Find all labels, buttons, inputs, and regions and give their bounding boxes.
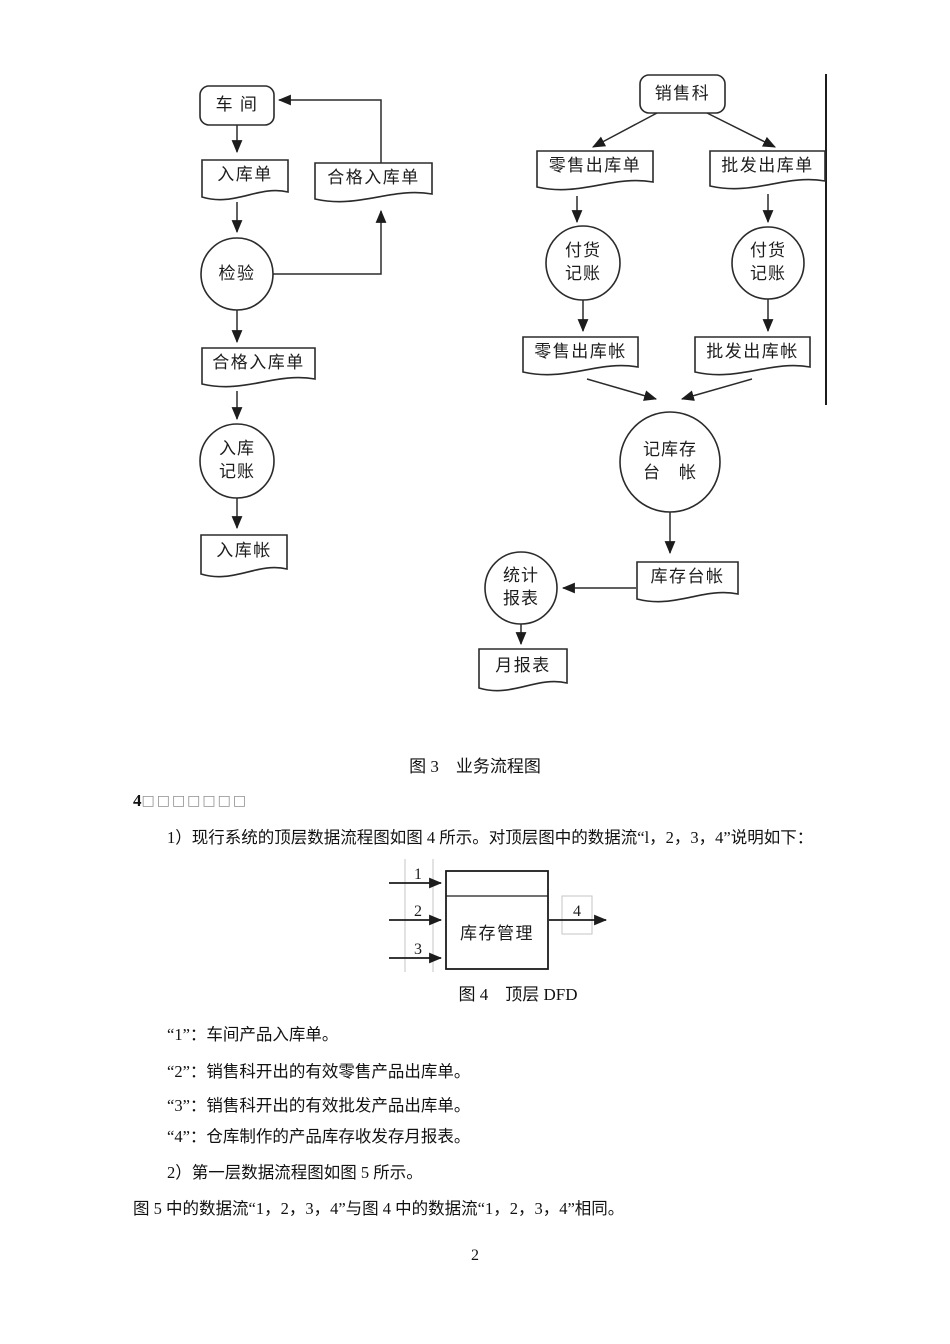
node-monthly-report: 月报表 [495, 655, 551, 675]
top-level-dfd [389, 859, 608, 972]
node-inspect: 检验 [218, 263, 256, 283]
node-stock-ledger-posting-line1: 记库存 [643, 440, 697, 460]
stats-report-circle [484, 551, 558, 625]
qualified-slip-feedback-doc [314, 162, 433, 203]
node-wholesale-outbound-slip: 批发出库单 [721, 155, 814, 175]
arrow-wholesale-ledger-to-stock-posting [680, 378, 753, 401]
node-delivery-posting-right: 付货 记账 [732, 227, 804, 299]
node-inbound-posting: 入库 记账 [200, 424, 274, 498]
node-stock-ledger-posting-line2: 台 帐 [643, 463, 697, 482]
dfd-flow1-label: 1 [414, 866, 422, 883]
wholesale-outbound-slip-doc [709, 150, 826, 190]
dfd-flow4-label: 4 [573, 903, 581, 920]
node-delivery-posting-left-line2: 记账 [565, 264, 601, 283]
node-inbound-slip: 入库单 [217, 164, 273, 184]
section-heading: 4□□□□□□□ [133, 791, 248, 811]
page-number: 2 [471, 1247, 479, 1264]
node-inbound-posting-line1: 入库 [219, 439, 255, 459]
arrow-sales-to-wholesale-slip [706, 112, 776, 148]
node-stats-report-line1: 统计 [503, 566, 539, 586]
node-qualified-slip-feedback: 合格入库单 [327, 167, 420, 187]
wholesale-outbound-ledger-doc [694, 336, 811, 376]
node-retail-outbound-ledger: 零售出库帐 [534, 341, 627, 361]
monthly-report-doc [478, 648, 568, 692]
node-wholesale-outbound-ledger: 批发出库帐 [706, 341, 799, 361]
retail-outbound-slip-doc [536, 150, 654, 191]
inbound-ledger-doc [200, 534, 288, 578]
qualified-slip-doc [201, 347, 316, 388]
node-delivery-posting-right-line2: 记账 [750, 264, 786, 283]
inbound-slip-doc [201, 159, 289, 201]
node-retail-outbound-slip: 零售出库单 [548, 155, 642, 175]
node-workshop: 车 间 [215, 95, 259, 115]
section-heading-number: 4 [133, 791, 142, 810]
stock-ledger-posting-circle [619, 411, 721, 513]
stock-ledger-doc [636, 561, 739, 603]
node-inbound-ledger: 入库帐 [216, 540, 272, 560]
workshop-box [199, 85, 275, 126]
dfd-flow2-label: 2 [414, 903, 422, 920]
retail-outbound-ledger-doc [522, 336, 639, 376]
arrow-inspect-to-feedback-slip [273, 209, 387, 275]
dfd-grid-artifact-box [561, 895, 593, 935]
dfd-process-box [445, 870, 549, 970]
figure3-caption: 图 3 业务流程图 [409, 757, 541, 776]
node-stock-ledger: 库存台帐 [650, 566, 725, 586]
paragraph-flows-same: 图 5 中的数据流“1，2，3，4”与图 4 中的数据流“1，2，3，4”相同。 [133, 1199, 625, 1218]
node-stats-report-line2: 报表 [503, 589, 539, 608]
dfd-flow3-label: 3 [414, 941, 422, 958]
node-qualified-slip: 合格入库单 [212, 352, 305, 372]
delivery-posting-right-circle [731, 226, 805, 300]
inspect-circle [200, 237, 274, 311]
arrow-sales-to-retail-slip [592, 112, 658, 148]
figure4-caption: 图 4 顶层 DFD [458, 985, 578, 1004]
node-stock-ledger-posting: 记库存 台 帐 [620, 412, 720, 512]
flow-item-3: “3”：销售科开出的有效批发产品出库单。 [167, 1096, 471, 1115]
inbound-posting-circle [199, 423, 275, 499]
node-sales-dept: 销售科 [654, 83, 711, 103]
arrow-feedback-to-workshop [277, 94, 382, 163]
arrow-retail-ledger-to-stock-posting [586, 378, 658, 401]
paragraph-level1: 2）第一层数据流程图如图 5 所示。 [167, 1163, 423, 1182]
section-heading-missing-glyphs: □□□□□□□ [141, 793, 249, 809]
delivery-posting-left-circle [545, 225, 621, 301]
node-inbound-posting-line2: 记账 [219, 462, 255, 481]
dfd-process-label: 库存管理 [460, 923, 534, 943]
node-delivery-posting-left-line1: 付货 [565, 241, 601, 261]
sales-dept-box [639, 74, 726, 114]
flow-item-4: “4”：仓库制作的产品库存收发存月报表。 [167, 1127, 471, 1146]
node-delivery-posting-right-line1: 付货 [750, 241, 786, 261]
node-delivery-posting-left: 付货 记账 [546, 226, 620, 300]
node-stats-report: 统计 报表 [485, 552, 557, 624]
flow-item-1: “1”：车间产品入库单。 [167, 1025, 339, 1044]
flow-item-2: “2”：销售科开出的有效零售产品出库单。 [167, 1062, 471, 1081]
paragraph-top-dfd: 1）现行系统的顶层数据流程图如图 4 所示。对顶层图中的数据流“l，2，3，4”… [167, 828, 814, 847]
